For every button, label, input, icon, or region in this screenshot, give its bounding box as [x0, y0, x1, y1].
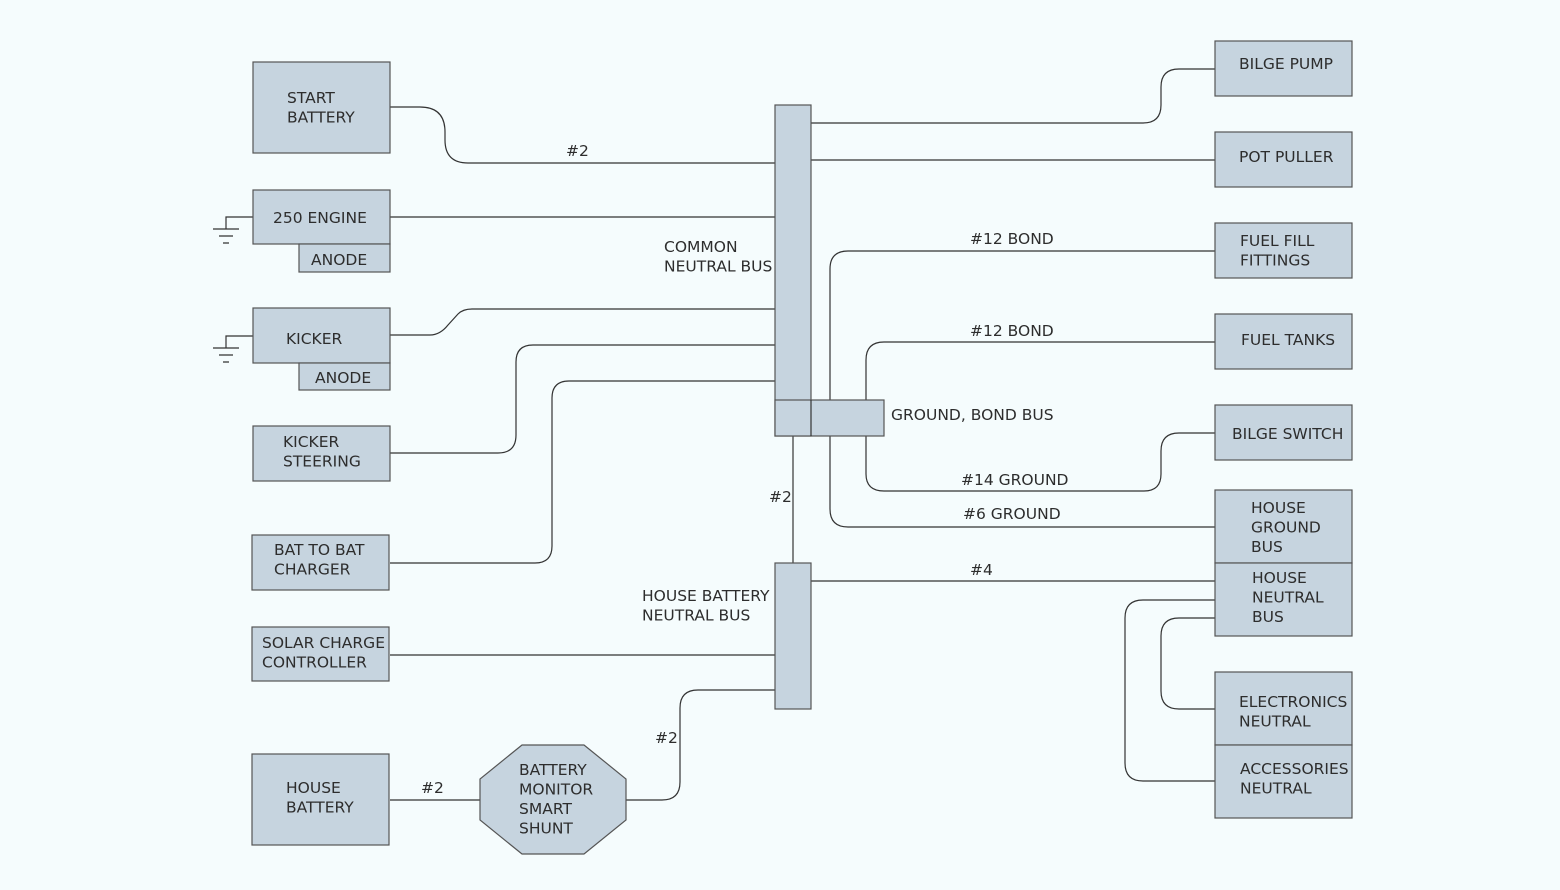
house-ground-bus-box [1214, 489, 1353, 564]
pot-puller-box [1214, 131, 1353, 188]
ground-bond-bus [774, 399, 885, 437]
wire-label-shunt-to-house-bus: #2 [655, 729, 678, 747]
wire-bilge-switch [865, 432, 1216, 492]
wire-label-house-neutral: #4 [970, 561, 993, 579]
wire-label-bilge-switch-ground: #14 GROUND [961, 471, 1069, 489]
wire-kicker-steering [390, 344, 776, 454]
wire-label-house-battery-to-shunt: #2 [421, 779, 444, 797]
engine-anode-label: ANODE [311, 251, 367, 269]
wire-kicker [390, 308, 776, 336]
kicker-box [252, 307, 391, 364]
kicker-anode-box [298, 362, 391, 391]
kicker-anode-label: ANODE [315, 369, 371, 387]
ground-icon [213, 216, 254, 244]
battery-monitor-shunt-box [479, 744, 627, 855]
wire-label-house-ground: #6 GROUND [963, 505, 1061, 523]
wires [390, 68, 1216, 801]
pot-puller-label: POT PULLER [1239, 148, 1334, 166]
bilge-switch-label: BILGE SWITCH [1232, 425, 1343, 443]
electronics-neutral-box [1214, 671, 1353, 746]
ground-icon [213, 335, 254, 363]
wire-label-fuel-tanks-bond: #12 BOND [970, 322, 1054, 340]
wire-bilge-pump [811, 68, 1216, 124]
wire-shunt-to-house-bus [626, 689, 776, 801]
bilge-pump-box [1214, 40, 1353, 97]
wire-bat-to-bat-charger [390, 380, 776, 564]
accessories-neutral-box [1214, 744, 1353, 819]
solar-charge-controller-box [251, 626, 390, 682]
wire-house-ground [829, 436, 1216, 528]
engine-anode-box [298, 243, 391, 273]
bilge-switch-box [1214, 404, 1353, 461]
wire-label-common-to-house-bus: #2 [769, 488, 792, 506]
start-battery-box [252, 61, 391, 154]
wire-label-start-battery: #2 [566, 142, 589, 160]
engine-250-label: 250 ENGINE [273, 209, 367, 227]
common-neutral-bus [774, 104, 812, 437]
house-battery-box [251, 753, 390, 846]
kicker-steering-box [252, 425, 391, 482]
house-battery-neutral-bus [774, 562, 812, 710]
wire-accessories-neutral [1124, 599, 1216, 782]
fuel-fill-fittings-box [1214, 222, 1353, 279]
ground-bond-bus-label: GROUND, BOND BUS [891, 406, 1054, 424]
house-neutral-bus-box [1214, 562, 1353, 637]
kicker-label: KICKER [286, 330, 343, 348]
wire-fuel-tanks [865, 341, 1216, 400]
fuel-tanks-label: FUEL TANKS [1241, 331, 1335, 349]
wire-electronics-neutral [1160, 617, 1216, 710]
wire-fuel-fill-fittings [829, 250, 1216, 400]
engine-250-box [252, 189, 391, 245]
bat-to-bat-charger-box [251, 534, 390, 591]
fuel-tanks-box [1214, 313, 1353, 370]
wire-label-fuel-fill-bond: #12 BOND [970, 230, 1054, 248]
bilge-pump-label: BILGE PUMP [1239, 55, 1333, 73]
wire-start-battery [390, 106, 776, 164]
